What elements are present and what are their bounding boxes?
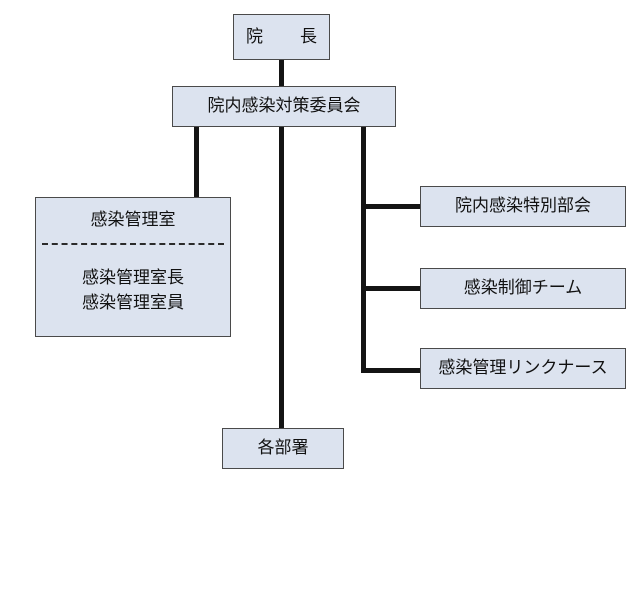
node-departments: 各部署 bbox=[222, 428, 344, 469]
node-infection-control-committee: 院内感染対策委員会 bbox=[172, 86, 396, 127]
office-member-staff: 感染管理室員 bbox=[82, 292, 184, 312]
node-infection-control-office: 感染管理室 感染管理室長 感染管理室員 bbox=[35, 197, 231, 337]
node-director-label: 院 長 bbox=[246, 26, 327, 46]
connector-committee-right-trunk bbox=[361, 126, 366, 373]
node-special-subcommittee-label: 院内感染特別部会 bbox=[455, 196, 591, 216]
connector-branch-infection-control-team bbox=[361, 286, 422, 291]
node-infection-control-team: 感染制御チーム bbox=[420, 268, 626, 309]
node-departments-label: 各部署 bbox=[257, 438, 309, 458]
office-member-list: 感染管理室長 感染管理室員 bbox=[36, 245, 230, 336]
node-committee-label: 院内感染対策委員会 bbox=[207, 96, 361, 116]
connector-branch-special-subcommittee bbox=[361, 204, 422, 209]
connector-branch-link-nurse bbox=[361, 368, 422, 373]
node-special-subcommittee: 院内感染特別部会 bbox=[420, 186, 626, 227]
connector-committee-to-departments bbox=[279, 126, 284, 429]
office-member-chief: 感染管理室長 bbox=[82, 267, 184, 287]
node-link-nurse-label: 感染管理リンクナース bbox=[438, 358, 608, 378]
connector-committee-to-office bbox=[194, 126, 199, 198]
node-director: 院 長 bbox=[233, 14, 330, 60]
office-dashed-divider bbox=[42, 243, 224, 245]
node-infection-control-team-label: 感染制御チーム bbox=[463, 278, 583, 298]
office-header-label: 感染管理室 bbox=[90, 210, 176, 230]
connector-director-to-committee bbox=[279, 59, 284, 87]
node-link-nurse: 感染管理リンクナース bbox=[420, 348, 626, 389]
office-header: 感染管理室 bbox=[36, 198, 230, 243]
